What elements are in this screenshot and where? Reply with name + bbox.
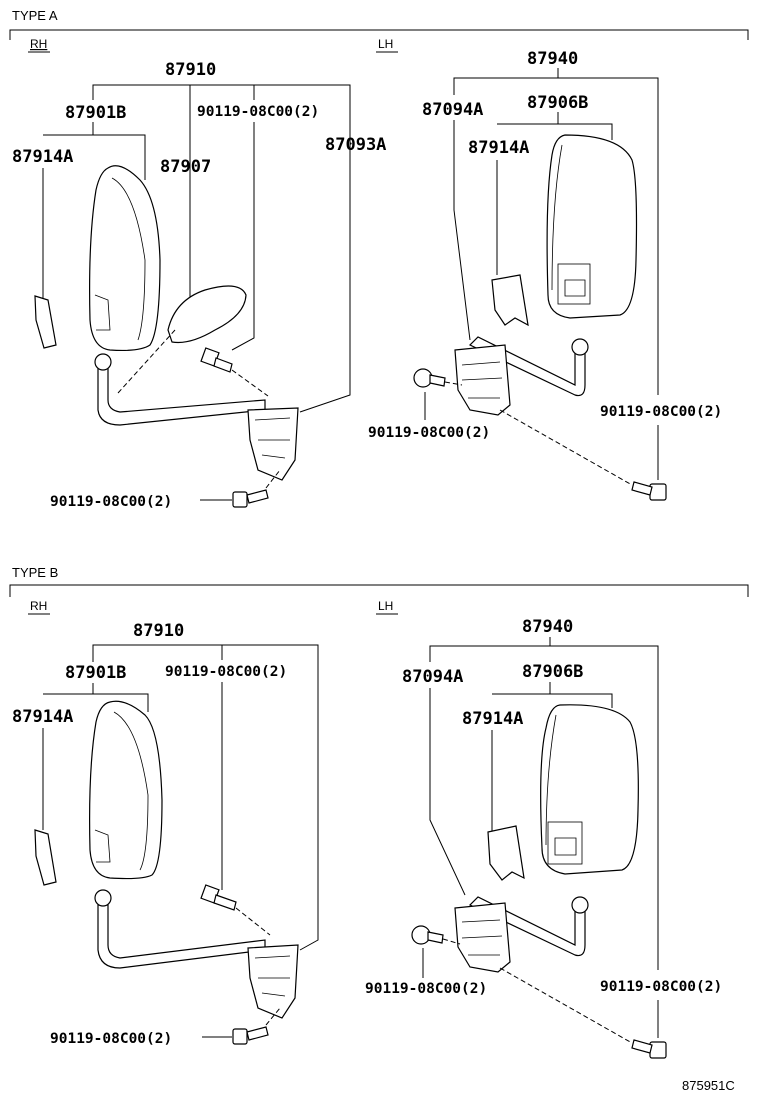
- type-a-lh-bolt-right-label: 90119-08C00(2): [600, 404, 722, 420]
- type-b-lh-assy-label: 87940: [522, 617, 573, 637]
- type-a-rh-cover-label: 87914A: [12, 147, 73, 167]
- type-b-lh-bracket: [454, 902, 511, 973]
- type-b-lh-subassy-label: 87906B: [522, 662, 583, 682]
- type-a-lh-cover-part: [491, 274, 529, 327]
- type-a-rh-bracket-label: 87093A: [325, 135, 386, 155]
- type-a-rh-bolt-top-label: 90119-08C00(2): [197, 104, 319, 120]
- type-b-lh-dash-lines: [442, 938, 633, 1044]
- type-a-bracket-line: [9, 29, 749, 40]
- type-a-rh-lamp-part: [167, 285, 247, 344]
- type-b-lh-mirror: [540, 704, 639, 875]
- type-a-rh-bolt-bottom-label: 90119-08C00(2): [50, 494, 172, 510]
- type-a-lh-stay-label: 87094A: [422, 100, 483, 120]
- type-a-rh-bracket-part: [247, 407, 299, 481]
- type-b-rh-assy-leader: [92, 644, 319, 951]
- type-a-rh-mirror: [89, 165, 161, 352]
- type-a-section: TYPE A RH LH 87910 87901B 90119-08C00(2)…: [9, 8, 749, 510]
- type-b-rh-cover-part: [34, 829, 57, 886]
- type-b-rh-bolt-bottom: [232, 1026, 269, 1045]
- type-b-lh-stay-label: 87094A: [402, 667, 463, 687]
- type-b-rh-subassy-leader: [92, 683, 149, 712]
- type-b-rh-bolt-top-label: 90119-08C00(2): [165, 664, 287, 680]
- figure-code: 875951C: [682, 1078, 735, 1093]
- type-a-rh-subassy-label: 87901B: [65, 103, 126, 123]
- type-a-rh-label: RH: [30, 37, 47, 51]
- type-b-rh-assy-label: 87910: [133, 621, 184, 641]
- type-a-lh-stay-leader: [453, 120, 471, 341]
- type-b-lh-cover-label: 87914A: [462, 709, 523, 729]
- type-b-rh-bolt-top: [200, 884, 237, 911]
- type-a-rh-subassy-leader: [92, 122, 146, 180]
- type-b-rh-dash-lines: [235, 907, 281, 1026]
- type-a-lh-dash-lines: [444, 381, 633, 486]
- type-b-bracket-line: [9, 584, 749, 597]
- type-b-rh-bolt-bottom-label: 90119-08C00(2): [50, 1031, 172, 1047]
- type-a-lh-bolt-left: [413, 368, 446, 388]
- type-b-rh-arm-knob: [94, 889, 112, 907]
- type-a-lh-assy-label: 87940: [527, 49, 578, 69]
- type-a-lh-mirror: [546, 134, 638, 319]
- type-b-section: TYPE B RH LH 87910 87901B 90119-08C00(2)…: [9, 565, 749, 1059]
- type-a-lh-bolt-left-label: 90119-08C00(2): [368, 425, 490, 441]
- type-a-rh-assy-leader: [92, 84, 351, 413]
- type-a-lh-arm-knob: [571, 338, 589, 356]
- type-a-lh-subassy-label: 87906B: [527, 93, 588, 113]
- type-b-lh-bolt-right: [631, 1039, 667, 1059]
- type-a-lh-label: LH: [378, 37, 393, 51]
- type-a-rh-arm: [97, 367, 266, 426]
- type-b-rh-mirror: [89, 700, 163, 880]
- type-a-rh-bolt-top: [200, 347, 233, 373]
- type-a-lh-subassy-leader: [557, 112, 613, 140]
- type-a-lh-bolt-right: [631, 481, 667, 501]
- type-b-lh-subassy-leader: [549, 682, 613, 708]
- type-a-rh-dash-lines: [117, 329, 281, 489]
- type-a-title: TYPE A: [12, 8, 58, 23]
- type-b-lh-stay-leader: [429, 688, 466, 896]
- type-b-lh-cover-part: [487, 825, 525, 881]
- type-b-lh-assy-leader: [429, 645, 659, 970]
- type-b-lh-label: LH: [378, 599, 393, 613]
- type-b-rh-subassy-label: 87901B: [65, 663, 126, 683]
- type-a-rh-lamp-label: 87907: [160, 157, 211, 177]
- type-b-rh-arm: [97, 904, 266, 969]
- type-b-lh-bolt-left: [411, 925, 444, 945]
- type-a-lh-assy-leader: [453, 77, 659, 395]
- type-a-rh-arm-knob: [94, 353, 112, 371]
- type-b-lh-bolt-left-label: 90119-08C00(2): [365, 981, 487, 997]
- type-a-rh-assy-label: 87910: [165, 60, 216, 80]
- type-b-lh-bolt-right-label: 90119-08C00(2): [600, 979, 722, 995]
- type-a-lh-cover-label: 87914A: [468, 138, 529, 158]
- type-a-rh-cover-part: [34, 295, 57, 349]
- type-a-rh-bolt-top-leader: [231, 122, 255, 351]
- type-b-rh-label: RH: [30, 599, 47, 613]
- type-b-rh-bracket: [247, 944, 299, 1019]
- type-b-rh-cover-label: 87914A: [12, 707, 73, 727]
- type-b-title: TYPE B: [12, 565, 58, 580]
- type-a-rh-bolt-bottom: [232, 489, 269, 508]
- type-b-lh-arm-knob: [571, 896, 589, 914]
